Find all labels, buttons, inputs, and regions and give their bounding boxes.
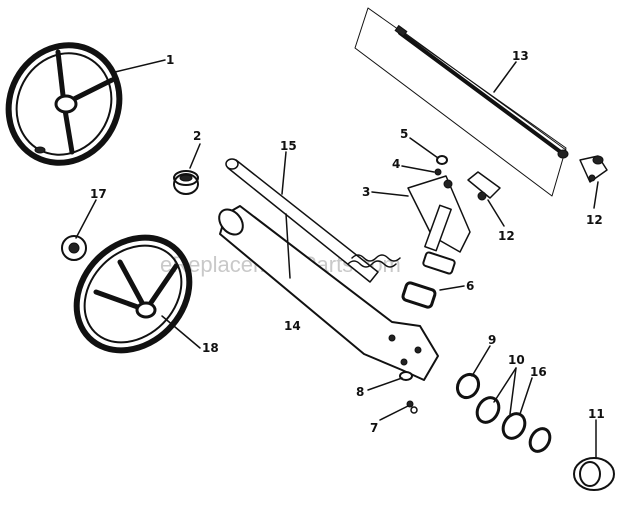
part-1-steering-wheel	[5, 42, 123, 166]
part-13-steering-shaft	[354, 7, 569, 197]
callout-12-right: 12	[586, 213, 603, 227]
leader-lines	[75, 59, 599, 459]
callout-4: 4	[392, 157, 400, 171]
part-9-ring	[455, 372, 481, 400]
part-15-shaft	[225, 158, 401, 283]
callout-8: 8	[356, 385, 364, 399]
part-17-cap	[61, 235, 87, 261]
part-2-nut	[173, 170, 199, 195]
part-10-bearing	[475, 396, 501, 424]
callout-13: 13	[512, 49, 529, 63]
part-12-joint-right	[579, 155, 608, 183]
callout-6: 6	[466, 279, 474, 293]
part-6-gasket	[401, 251, 456, 309]
callout-9: 9	[488, 333, 496, 347]
callout-5: 5	[400, 127, 408, 141]
part-18-steering-wheel	[73, 234, 193, 354]
callout-11: 11	[588, 407, 605, 421]
callout-15: 15	[280, 139, 297, 153]
part-16-bearing	[501, 412, 527, 440]
part-14-column	[218, 205, 439, 381]
part-5-nut	[436, 155, 448, 165]
part-4-bolt	[434, 168, 442, 176]
callout-18: 18	[202, 341, 219, 355]
callout-3: 3	[362, 185, 370, 199]
callout-10: 10	[508, 353, 525, 367]
part-16-ring	[528, 427, 552, 453]
part-3-bracket	[407, 175, 471, 253]
callout-7: 7	[370, 421, 378, 435]
part-11-bushing	[573, 457, 615, 491]
callout-1: 1	[166, 53, 174, 67]
callout-14: 14	[284, 319, 301, 333]
part-12-joint-left	[467, 171, 501, 201]
callout-12-left: 12	[498, 229, 515, 243]
part-8-washer	[399, 371, 413, 381]
callout-2: 2	[193, 129, 201, 143]
callout-16: 16	[530, 365, 547, 379]
callout-17: 17	[90, 187, 107, 201]
part-7-screw	[406, 400, 418, 414]
